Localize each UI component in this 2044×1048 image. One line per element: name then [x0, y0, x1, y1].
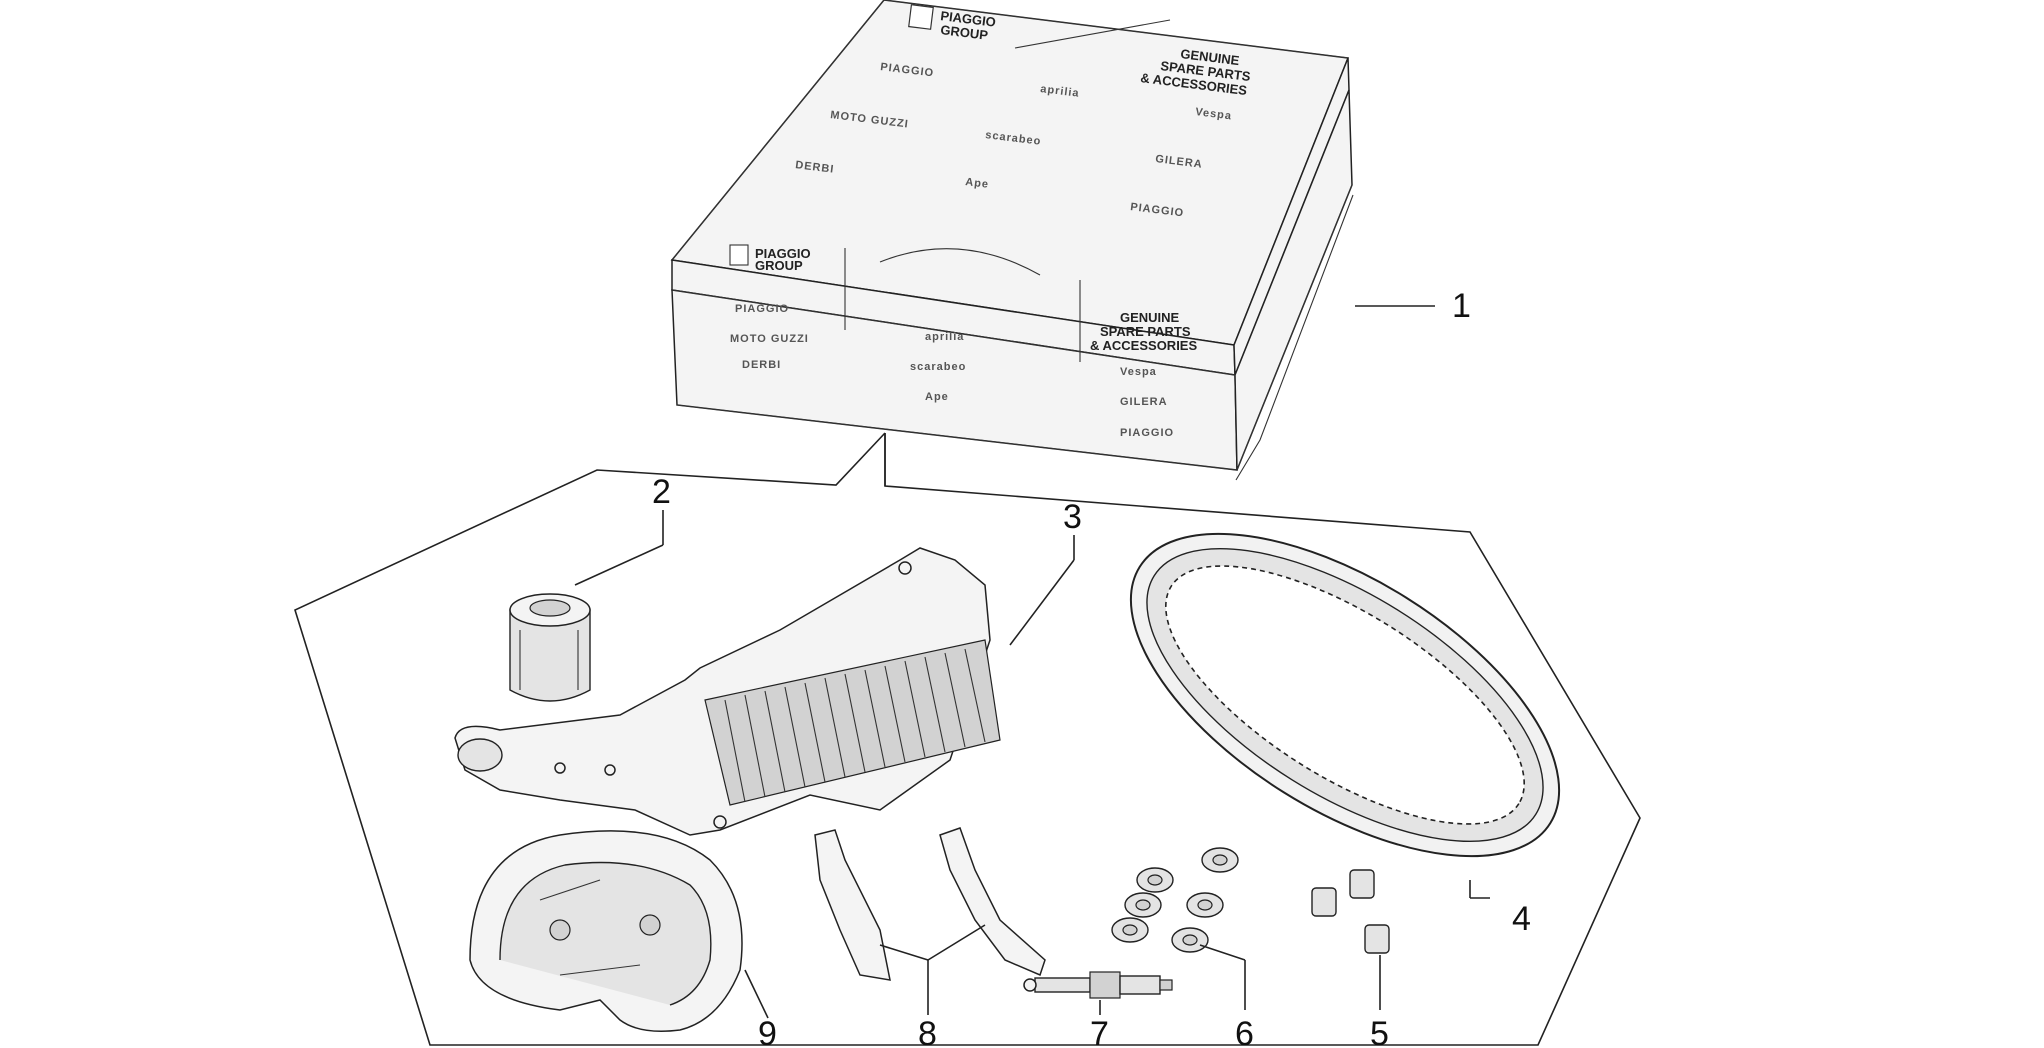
- callout-6: 6: [1235, 1015, 1254, 1048]
- roller-weight-icon: [1111, 847, 1239, 953]
- logo-gilera: GILERA: [1155, 153, 1204, 171]
- front-brand-logos: PIAGGIO aprilia MOTO GUZZI DERBI scarabe…: [730, 303, 1174, 439]
- front-logo-8: GILERA: [1120, 396, 1168, 408]
- front-brand-line1: PIAGGIO: [755, 246, 811, 261]
- top-heading-line1: GENUINE: [1180, 46, 1241, 68]
- callout-5: 5: [1370, 1015, 1389, 1048]
- spark-plug-icon: [1023, 971, 1173, 999]
- callout-9: 9: [758, 1015, 777, 1048]
- callout-7: 7: [1090, 1015, 1109, 1048]
- slider-icon: [1311, 869, 1390, 954]
- logo-vespa: Vespa: [1195, 106, 1233, 122]
- kit-outline: [294, 432, 1641, 1046]
- front-logo-1: PIAGGIO: [735, 303, 789, 315]
- front-logo-4: DERBI: [742, 359, 781, 371]
- callout-1: 1: [1452, 287, 1471, 325]
- top-brand-line1: PIAGGIO: [940, 8, 997, 30]
- front-heading-line2: SPARE PARTS: [1100, 324, 1191, 339]
- front-heading-line3: & ACCESSORIES: [1090, 338, 1197, 353]
- callout-labels: 1 2 3 4 5 6 7 8 9: [652, 287, 1531, 1048]
- brake-pad-icon: [814, 827, 1046, 981]
- front-heading-line1: GENUINE: [1120, 310, 1180, 325]
- top-brand-line2: GROUP: [940, 22, 989, 43]
- front-logo-2: aprilia: [925, 331, 964, 343]
- front-logo-5: scarabeo: [910, 361, 966, 373]
- filter-pleats: [724, 648, 986, 803]
- air-filter-icon: [454, 547, 1001, 836]
- oil-filter-icon: [509, 593, 591, 702]
- front-logo-7: Ape: [925, 391, 949, 403]
- front-logo-9: PIAGGIO: [1120, 427, 1174, 439]
- spare-parts-box-icon: PIAGGIO GROUP GENUINE SPARE PARTS & ACCE…: [670, 0, 1354, 481]
- leader-lines: [574, 305, 1490, 1019]
- brake-shoe-icon: [469, 830, 743, 1032]
- front-logo-6: Vespa: [1120, 366, 1157, 378]
- front-logo-3: MOTO GUZZI: [730, 333, 809, 345]
- callout-8: 8: [918, 1015, 937, 1048]
- logo-derbi: DERBI: [795, 159, 835, 176]
- callout-4: 4: [1512, 900, 1531, 938]
- front-brand-line2: GROUP: [755, 258, 803, 273]
- logo-ape: Ape: [965, 176, 990, 191]
- logo-aprilia: aprilia: [1040, 83, 1081, 100]
- callout-2: 2: [652, 473, 671, 511]
- callout-3: 3: [1063, 498, 1082, 536]
- drive-belt-icon: [1129, 532, 1561, 858]
